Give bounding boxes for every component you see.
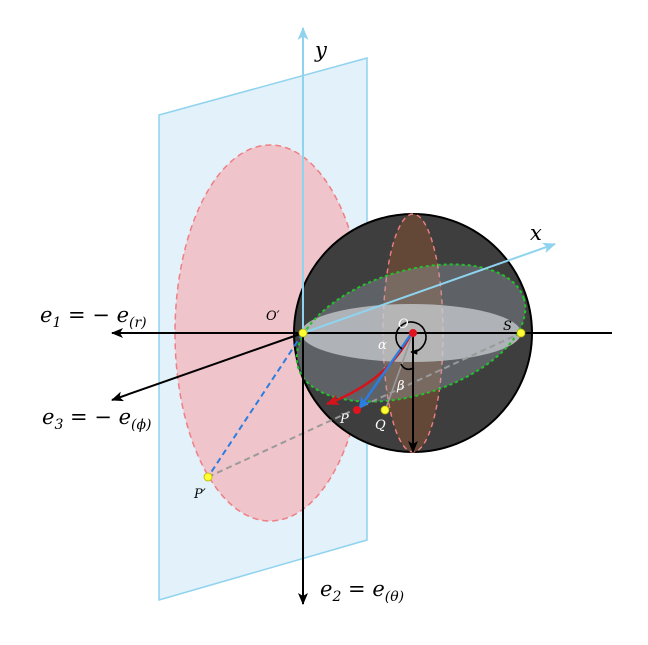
P-prime-label: P′ <box>193 487 206 502</box>
e3-label: e3 = − e(ϕ) <box>42 405 151 433</box>
blue-arrow <box>358 333 412 410</box>
e3-axis <box>111 332 304 402</box>
beta-label: β <box>396 379 405 394</box>
x-axis-label: x <box>530 221 542 245</box>
alpha-angle-arc <box>395 321 427 355</box>
O-label: O <box>398 317 409 332</box>
Q-label: Q <box>375 418 386 433</box>
e1-label: e1 = − e(r) <box>40 303 147 331</box>
point-S <box>516 328 526 338</box>
beta-angle-arc <box>400 363 415 371</box>
point-Q <box>380 405 390 415</box>
O-prime-label: O′ <box>266 309 280 324</box>
projection-line-blue <box>207 332 304 478</box>
line-O-to-Q <box>385 332 414 409</box>
point-P-prime <box>203 472 213 482</box>
alpha-label: α <box>378 338 387 353</box>
point-O-prime <box>298 328 308 338</box>
point-P <box>353 406 361 414</box>
e2-label: e2 = e(θ) <box>320 577 404 605</box>
y-axis-label: y <box>314 38 328 62</box>
x-axis <box>302 242 557 334</box>
S-label: S <box>503 319 512 334</box>
P-label: P <box>339 412 349 427</box>
point-O <box>409 329 417 337</box>
